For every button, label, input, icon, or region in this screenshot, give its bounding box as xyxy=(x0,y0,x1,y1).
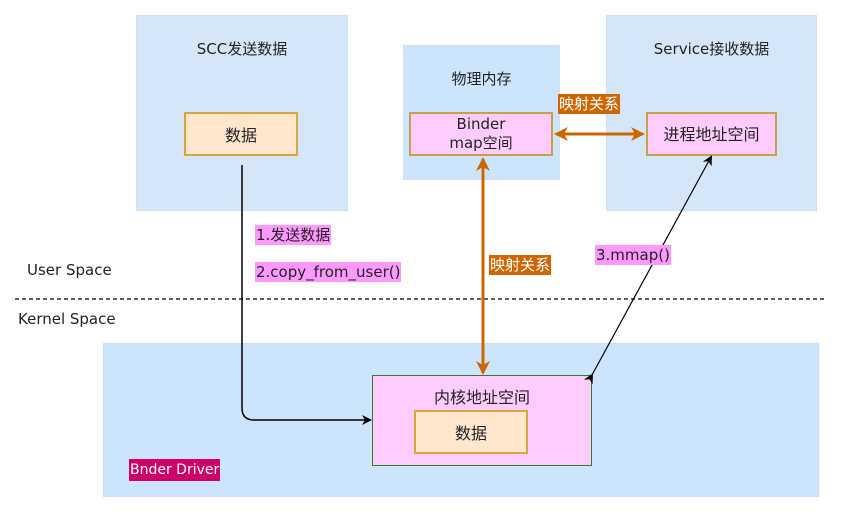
vertical-mapping-label: 映射关系 xyxy=(489,255,552,275)
step3-label: 3.mmap() xyxy=(595,245,671,265)
service-region-title: Service接收数据 xyxy=(653,40,770,58)
kernel-data-box[interactable]: 数据 xyxy=(414,410,528,454)
horizontal-mapping-label: 映射关系 xyxy=(558,94,621,114)
step1-label: 1.发送数据 xyxy=(255,225,332,245)
step2-label: 2.copy_from_user() xyxy=(255,262,402,282)
binder-map-box[interactable]: Binder map空间 xyxy=(409,112,553,156)
scc-region-title: SCC发送数据 xyxy=(196,40,288,58)
kernel-space-label: Kernel Space xyxy=(18,310,116,328)
binder-map-line2: map空间 xyxy=(449,134,513,152)
binder-map-line1: Binder xyxy=(456,115,506,133)
process-address-space-box[interactable]: 进程地址空间 xyxy=(646,112,777,156)
binder-driver-label: Bnder Driver xyxy=(129,459,221,481)
user-space-label: User Space xyxy=(27,261,112,279)
physical-memory-title: 物理内存 xyxy=(451,70,512,88)
scc-data-box[interactable]: 数据 xyxy=(184,112,298,156)
kernel-address-space-title: 内核地址空间 xyxy=(433,388,530,407)
